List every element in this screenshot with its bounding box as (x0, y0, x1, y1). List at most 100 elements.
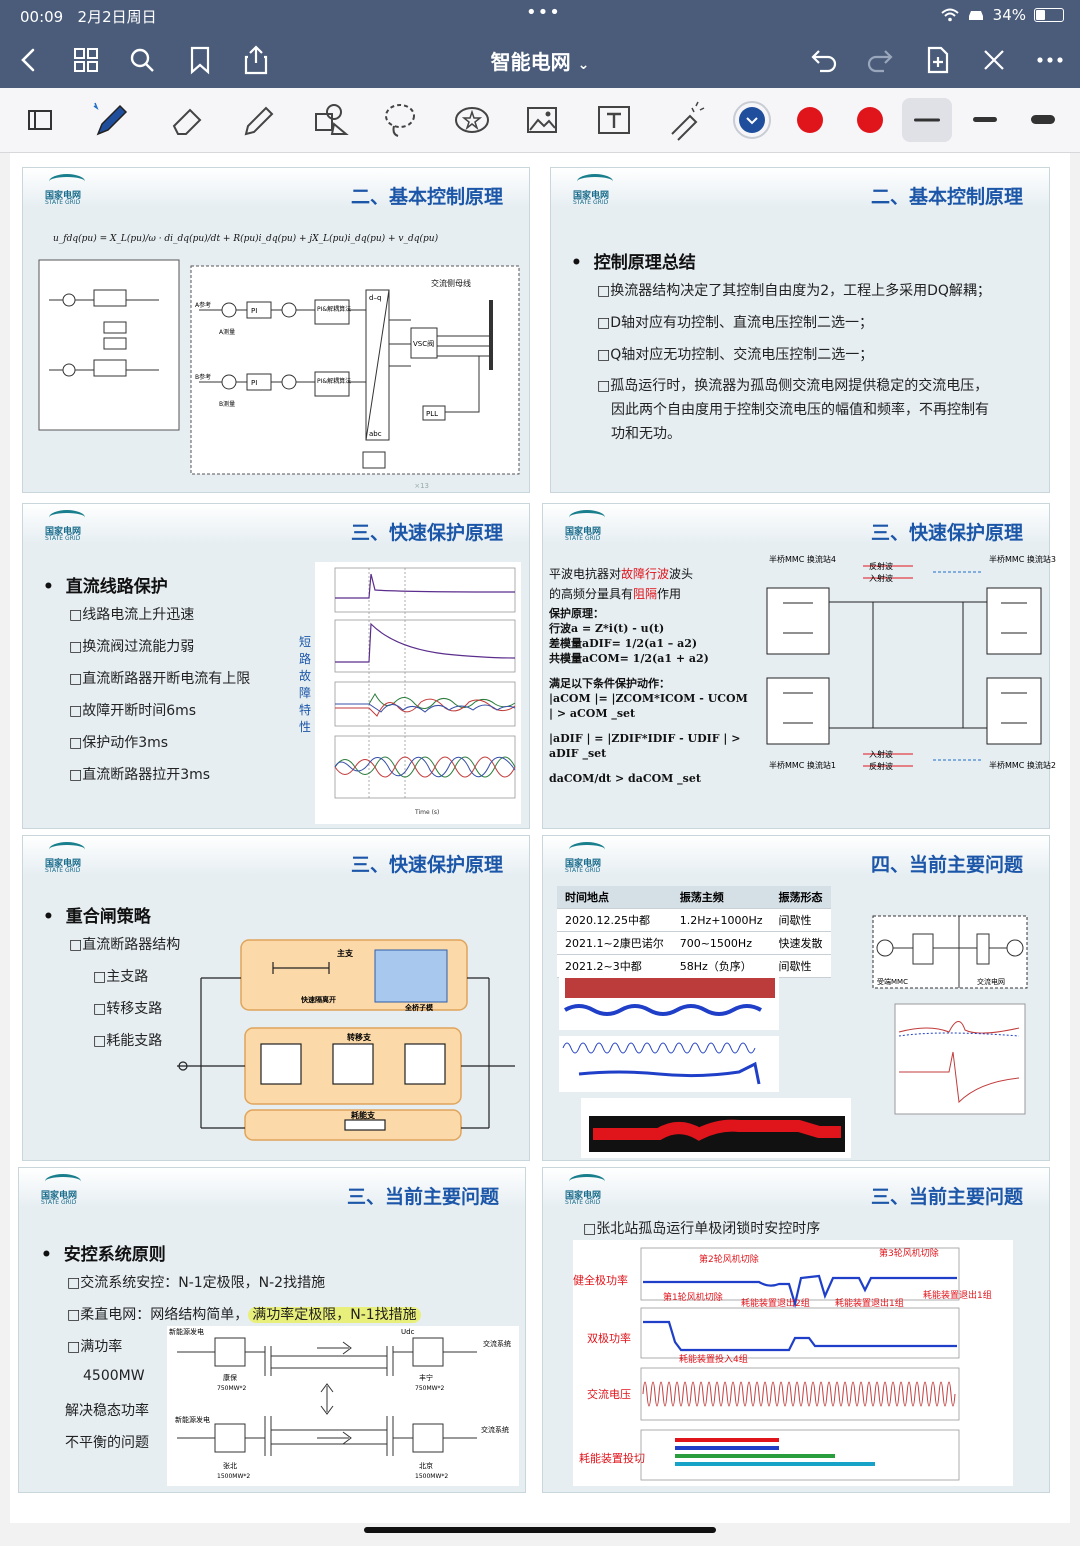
row-label: 健全极功率 (573, 1274, 628, 1287)
color-swatch-red-1[interactable] (786, 98, 834, 142)
stroke-medium[interactable] (962, 98, 1010, 142)
svg-text:新能源发电: 新能源发电 (175, 1415, 210, 1424)
pen-off-icon (984, 50, 1004, 70)
control-equation: u_fdq(pu) = X_L(pu)/ω · di_dq(pu)/dt + R… (53, 234, 439, 244)
svg-text:1500MW*2: 1500MW*2 (217, 1473, 250, 1480)
bookmark-icon (190, 46, 210, 75)
svg-text:Udc: Udc (401, 1328, 415, 1336)
lasso-tool[interactable] (376, 98, 424, 142)
dc-breaker-diagram: 主支 快速隔离开 全桥子模 转移支 耗能支 (177, 939, 515, 1141)
redo-button[interactable] (860, 40, 900, 80)
highlighter-tool[interactable] (234, 98, 282, 142)
battery-percent: 34% (992, 6, 1026, 24)
color-swatch-blue[interactable] (728, 98, 776, 142)
sticker-tool[interactable] (448, 98, 496, 142)
svg-text:耗能装置退出1组: 耗能装置退出1组 (835, 1297, 904, 1309)
slide-title: 三、当前主要问题 (346, 1186, 499, 1208)
laser-pointer-icon (671, 101, 705, 141)
color-swatch-red-2[interactable] (846, 98, 894, 142)
eraser-tool[interactable] (162, 98, 210, 142)
summary-line: 因此两个自由度用于控制交流电压的幅值和频率，不再控制有 (611, 402, 989, 418)
security-item: 4500MW (83, 1368, 145, 1384)
svg-text:耗能支: 耗能支 (351, 1110, 376, 1120)
svg-text:PI&解耦算法: PI&解耦算法 (317, 305, 351, 313)
svg-text:750MW*2: 750MW*2 (415, 1385, 445, 1392)
text-tool[interactable] (590, 98, 638, 142)
add-page-button[interactable] (918, 40, 958, 80)
timing-waveforms: 第2轮风机切除 第3轮风机切除 第1轮风机切除 耗能装置退出2组 耗能装置退出1… (640, 1247, 992, 1481)
bookmark-button[interactable] (180, 40, 220, 80)
svg-text:反射波: 反射波 (869, 561, 893, 571)
svg-text:第3轮风机切除: 第3轮风机切除 (879, 1247, 939, 1259)
stroke-thin[interactable] (902, 98, 952, 142)
undo-icon (811, 50, 837, 73)
redo-icon (867, 50, 893, 73)
image-tool[interactable] (518, 98, 566, 142)
battery-icon (1034, 8, 1064, 22)
red-color-icon (857, 107, 883, 133)
svg-text:A测量: A测量 (219, 328, 235, 336)
back-button[interactable] (8, 40, 48, 80)
laser-tool[interactable] (662, 98, 710, 142)
bullet-heading: • 重合闸策略 (43, 907, 151, 927)
breaker-item: □主支路 (93, 969, 149, 985)
undo-button[interactable] (804, 40, 844, 80)
protection-item: □故障开断时间6ms (69, 703, 197, 719)
svg-text:第1轮风机切除: 第1轮风机切除 (663, 1291, 723, 1303)
stroke-thick[interactable] (1020, 98, 1068, 142)
breaker-item: □耗能支路 (93, 1033, 163, 1049)
document-title[interactable]: 智能电网 ⌄ (490, 50, 590, 74)
chevron-down-icon: ⌄ (577, 57, 590, 73)
timing-heading: □张北站孤岛运行单极闭锁时安控时序 (583, 1221, 821, 1237)
breaker-item: □转移支路 (93, 1001, 163, 1017)
highlighted-text: 满功率定极限，N-1找措施 (248, 1307, 421, 1323)
close-pen-button[interactable] (974, 40, 1014, 80)
flexible-dc-grid-diagram: 新能源发电 新能源发电 Udc 交流系统 交流系统 康保 750MW*2 丰宁 … (167, 1326, 519, 1486)
oscillation-waveforms (559, 974, 851, 1158)
grid-icon (74, 48, 98, 72)
svg-text:耗能装置退出1组: 耗能装置退出1组 (923, 1289, 992, 1301)
slide-title: 二、基本控制原理 (870, 186, 1023, 208)
svg-text:B测量: B测量 (219, 400, 235, 408)
multitask-dots[interactable]: ••• (526, 2, 561, 23)
red-color-icon (797, 107, 823, 133)
svg-text:张北: 张北 (223, 1461, 237, 1470)
protection-text: 平波电抗器对故障行波波头 的高频分量具有阻隔作用 (549, 567, 694, 601)
more-button[interactable] (1030, 40, 1070, 80)
svg-text:交流系统: 交流系统 (483, 1339, 511, 1348)
share-button[interactable] (236, 40, 276, 80)
svg-text:半桥MMC 换流站2: 半桥MMC 换流站2 (989, 760, 1056, 770)
thick-stroke-icon (1031, 115, 1055, 124)
search-button[interactable] (122, 40, 162, 80)
row-label: 双极功率 (587, 1332, 631, 1345)
selected-color-icon (733, 101, 771, 139)
shapes-icon (315, 104, 349, 135)
security-item: 解决稳态功率 (65, 1403, 149, 1419)
svg-text:d–q: d–q (369, 294, 381, 302)
svg-text:750MW*2: 750MW*2 (217, 1385, 247, 1392)
read-mode-tool[interactable] (18, 98, 66, 142)
summary-line: □换流器结构决定了其控制自由度为2，工程上多采用DQ解耦； (597, 283, 991, 299)
shape-tool[interactable] (306, 98, 354, 142)
svg-text:VSC阀: VSC阀 (413, 339, 434, 348)
svg-text:PI: PI (251, 307, 257, 315)
grid-view-button[interactable] (66, 40, 106, 80)
home-indicator[interactable] (364, 1527, 716, 1533)
svg-text:A参考: A参考 (195, 301, 211, 309)
security-item: □满功率 (67, 1339, 123, 1355)
fault-waveform-plots: Time (s) (315, 562, 521, 824)
svg-text:第2轮风机切除: 第2轮风机切除 (699, 1253, 759, 1265)
bullet-heading: • 安控系统原则 (41, 1245, 166, 1265)
summary-line: 功和无功。 (611, 426, 681, 442)
pen-tool[interactable] (88, 98, 136, 142)
